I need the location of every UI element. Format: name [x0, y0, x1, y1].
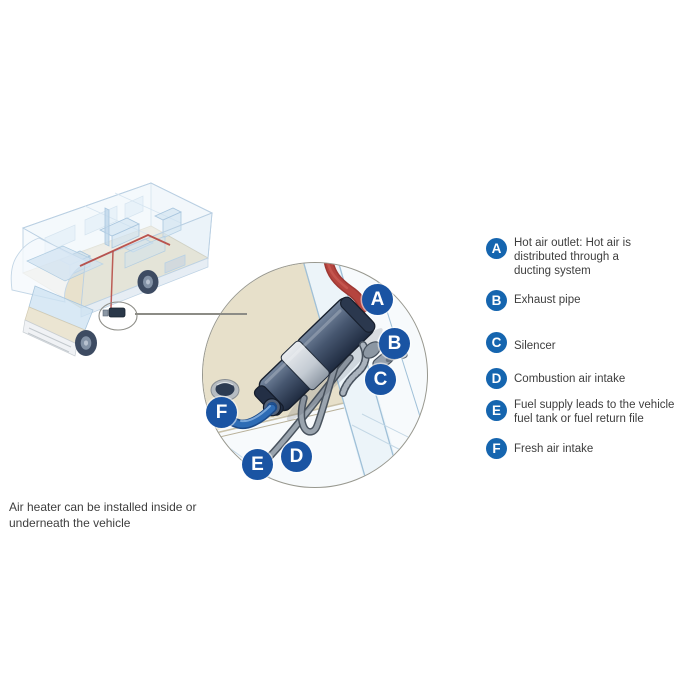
legend-badge-a: A: [486, 238, 507, 259]
rv-heater-marker: [98, 301, 138, 331]
rv-grille: [27, 327, 72, 353]
legend-item-b: B Exhaust pipe: [486, 290, 694, 311]
floor-hole: [210, 378, 239, 401]
caption-line-2: underneath the vehicle: [9, 515, 131, 530]
rv-wheel-front: [75, 330, 97, 356]
legend-text-c: Silencer: [514, 340, 556, 352]
detail-badge-c: C: [365, 364, 396, 395]
legend-item-c: C Silencer: [486, 332, 694, 353]
heater-unit: [253, 296, 383, 421]
detail-badge-e: E: [242, 449, 273, 480]
rv-illustration: [10, 182, 214, 357]
detail-badge-a: A: [362, 284, 393, 315]
legend-badge-b: B: [486, 290, 507, 311]
detail-badge-d: D: [281, 441, 312, 472]
legend-badge-e: E: [486, 400, 507, 421]
hot-air-duct: [323, 263, 368, 313]
legend-text-b: Exhaust pipe: [514, 294, 581, 306]
legend-badge-c: C: [486, 332, 507, 353]
legend-text-e: Fuel supply leads to the vehicle fuel ta…: [514, 399, 675, 425]
detail-badge-f: F: [206, 397, 237, 428]
legend-text-f: Fresh air intake: [514, 443, 594, 455]
legend-text-a: Hot air outlet: Hot air is distributed t…: [514, 237, 631, 277]
legend-badge-d: D: [486, 368, 507, 389]
legend-badge-f: F: [486, 438, 507, 459]
zoom-callout-line: [135, 313, 247, 315]
legend-item-f: F Fresh air intake: [486, 438, 694, 459]
caption-line-1: Air heater can be installed inside or: [9, 500, 197, 514]
heater-rear-cap: [339, 296, 375, 333]
legend-item-a: A Hot air outlet: Hot air is distributed…: [486, 237, 694, 278]
legend-item-d: D Combustion air intake: [486, 368, 694, 389]
detail-badge-b: B: [379, 328, 410, 359]
legend-item-e: E Fuel supply leads to the vehicle fuel …: [486, 399, 694, 426]
rv-wheel-rear: [137, 270, 159, 294]
heater-band: [280, 340, 330, 390]
caption: Air heater can be installed inside or un…: [9, 500, 196, 531]
legend-text-d: Combustion air intake: [514, 373, 626, 385]
